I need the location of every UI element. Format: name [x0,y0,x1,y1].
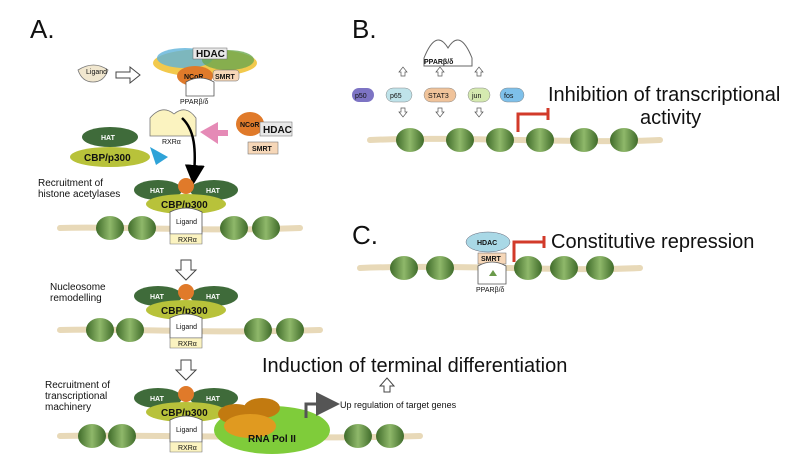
induction-label: Induction of terminal differentiation [262,355,567,377]
ligand-label-3: Ligand [176,324,197,331]
coactivator-complex-1: HAT HAT CBP/p300 Ligand RXRα [134,178,238,245]
corepressor-complex: HDAC NCoR SMRT PPARβ/δ [153,47,257,106]
ppar-b-label: PPARβ/δ [424,59,453,66]
ligand-label-2: Ligand [176,219,197,226]
transcription-arrow [304,392,340,418]
panel-c-label: C. [352,220,378,250]
panel-b-note-line2: activity [640,107,701,129]
factor-p65: p65 [385,87,413,103]
free-hat-cbp: HAT CBP/p300 [70,127,150,167]
panel-b-note-line1: Inhibition of transcriptional [548,84,780,106]
ncor-label-2: NCoR [240,122,259,129]
dna-strand-1 [57,216,303,240]
open-arrow-up [378,377,396,393]
step2-line1: Nucleosome [50,282,106,293]
open-arrow-down-1 [174,259,198,281]
ppar-label-c: PPARβ/δ [476,287,505,294]
repressor-complex-c: HDAC SMRT PPARβ/δ [465,231,511,294]
step3-line2: transcriptional [45,391,107,402]
smrt-label-top: SMRT [215,74,236,81]
blue-arrow-icon [150,147,168,165]
fos-label: fos [504,93,514,100]
factor-p50: p50 [352,88,374,102]
hdac-label-c: HDAC [477,240,497,247]
step3-line3: machinery [45,402,91,413]
ncor-label-top: NCoR [184,74,203,81]
ligand-shape: Ligand [77,64,109,83]
step2-line2: remodelling [50,293,102,304]
dna-strand-b [367,128,663,152]
hat-label-4a: HAT [150,396,165,403]
rxr-label-4: RXRα [178,445,197,452]
inhibition-bar-c [512,236,546,262]
stat3-label: STAT3 [428,93,449,100]
rxr-label-2: RXRα [178,237,197,244]
smrt-label-2: SMRT [252,146,273,153]
panel-b-double-arrows [398,66,484,118]
hat-label-2a: HAT [150,188,165,195]
p50-label: p50 [355,93,367,100]
step1-line2: histone acetylases [38,189,120,200]
panel-c-note: Constitutive repression [551,231,754,253]
step1-line1: Recruitment of [38,178,103,189]
panel-b-label: B. [352,14,377,44]
ppar-label-top: PPARβ/δ [180,99,209,106]
rna-pol-ii-complex: RNA Pol II [214,398,330,454]
hat-label-3b: HAT [206,294,221,301]
coactivator-complex-2: HAT HAT CBP/p300 Ligand RXRα [134,284,238,349]
pink-arrow-icon [200,122,228,144]
hat-label-2b: HAT [206,188,221,195]
ppar-b-shape: PPARβ/δ [423,39,473,67]
step3-line1: Recruitment of [45,380,110,391]
main-arrow-down [181,117,205,185]
cbp-label-2: CBP/p300 [161,200,208,211]
factor-fos: fos [499,87,525,103]
hat-label-1: HAT [101,135,116,142]
open-arrow-right [115,65,141,85]
rxr-label-1: RXRα [162,139,181,146]
hat-label-3a: HAT [150,294,165,301]
ligand-label: Ligand [86,69,107,76]
cbp-label-4: CBP/p300 [161,408,208,419]
ligand-label-4: Ligand [176,427,197,434]
factor-stat3: STAT3 [423,87,457,103]
hdac-label-top: HDAC [196,49,225,60]
hat-label-4b: HAT [206,396,221,403]
rna-pol-label: RNA Pol II [248,434,296,445]
panel-a-label: A. [30,14,55,44]
rxr-label-3: RXRα [178,341,197,348]
upregulation-label: Up regulation of target genes [340,400,457,410]
jun-label: jun [471,93,481,100]
coactivator-complex-3: HAT HAT CBP/p300 Ligand RXRα [134,386,238,453]
rxr-free: RXRα [149,109,197,146]
inhibition-bar-b [516,108,550,132]
cbp-label-1: CBP/p300 [84,153,131,164]
p65-label: p65 [390,93,402,100]
cbp-label-3: CBP/p300 [161,306,208,317]
dna-strand-c [357,256,643,280]
smrt-label-c: SMRT [481,256,502,263]
hdac-label-2: HDAC [263,125,292,136]
open-arrow-down-2 [174,359,198,381]
released-corepressors: NCoR HDAC SMRT [236,112,293,155]
factor-jun: jun [467,87,491,103]
